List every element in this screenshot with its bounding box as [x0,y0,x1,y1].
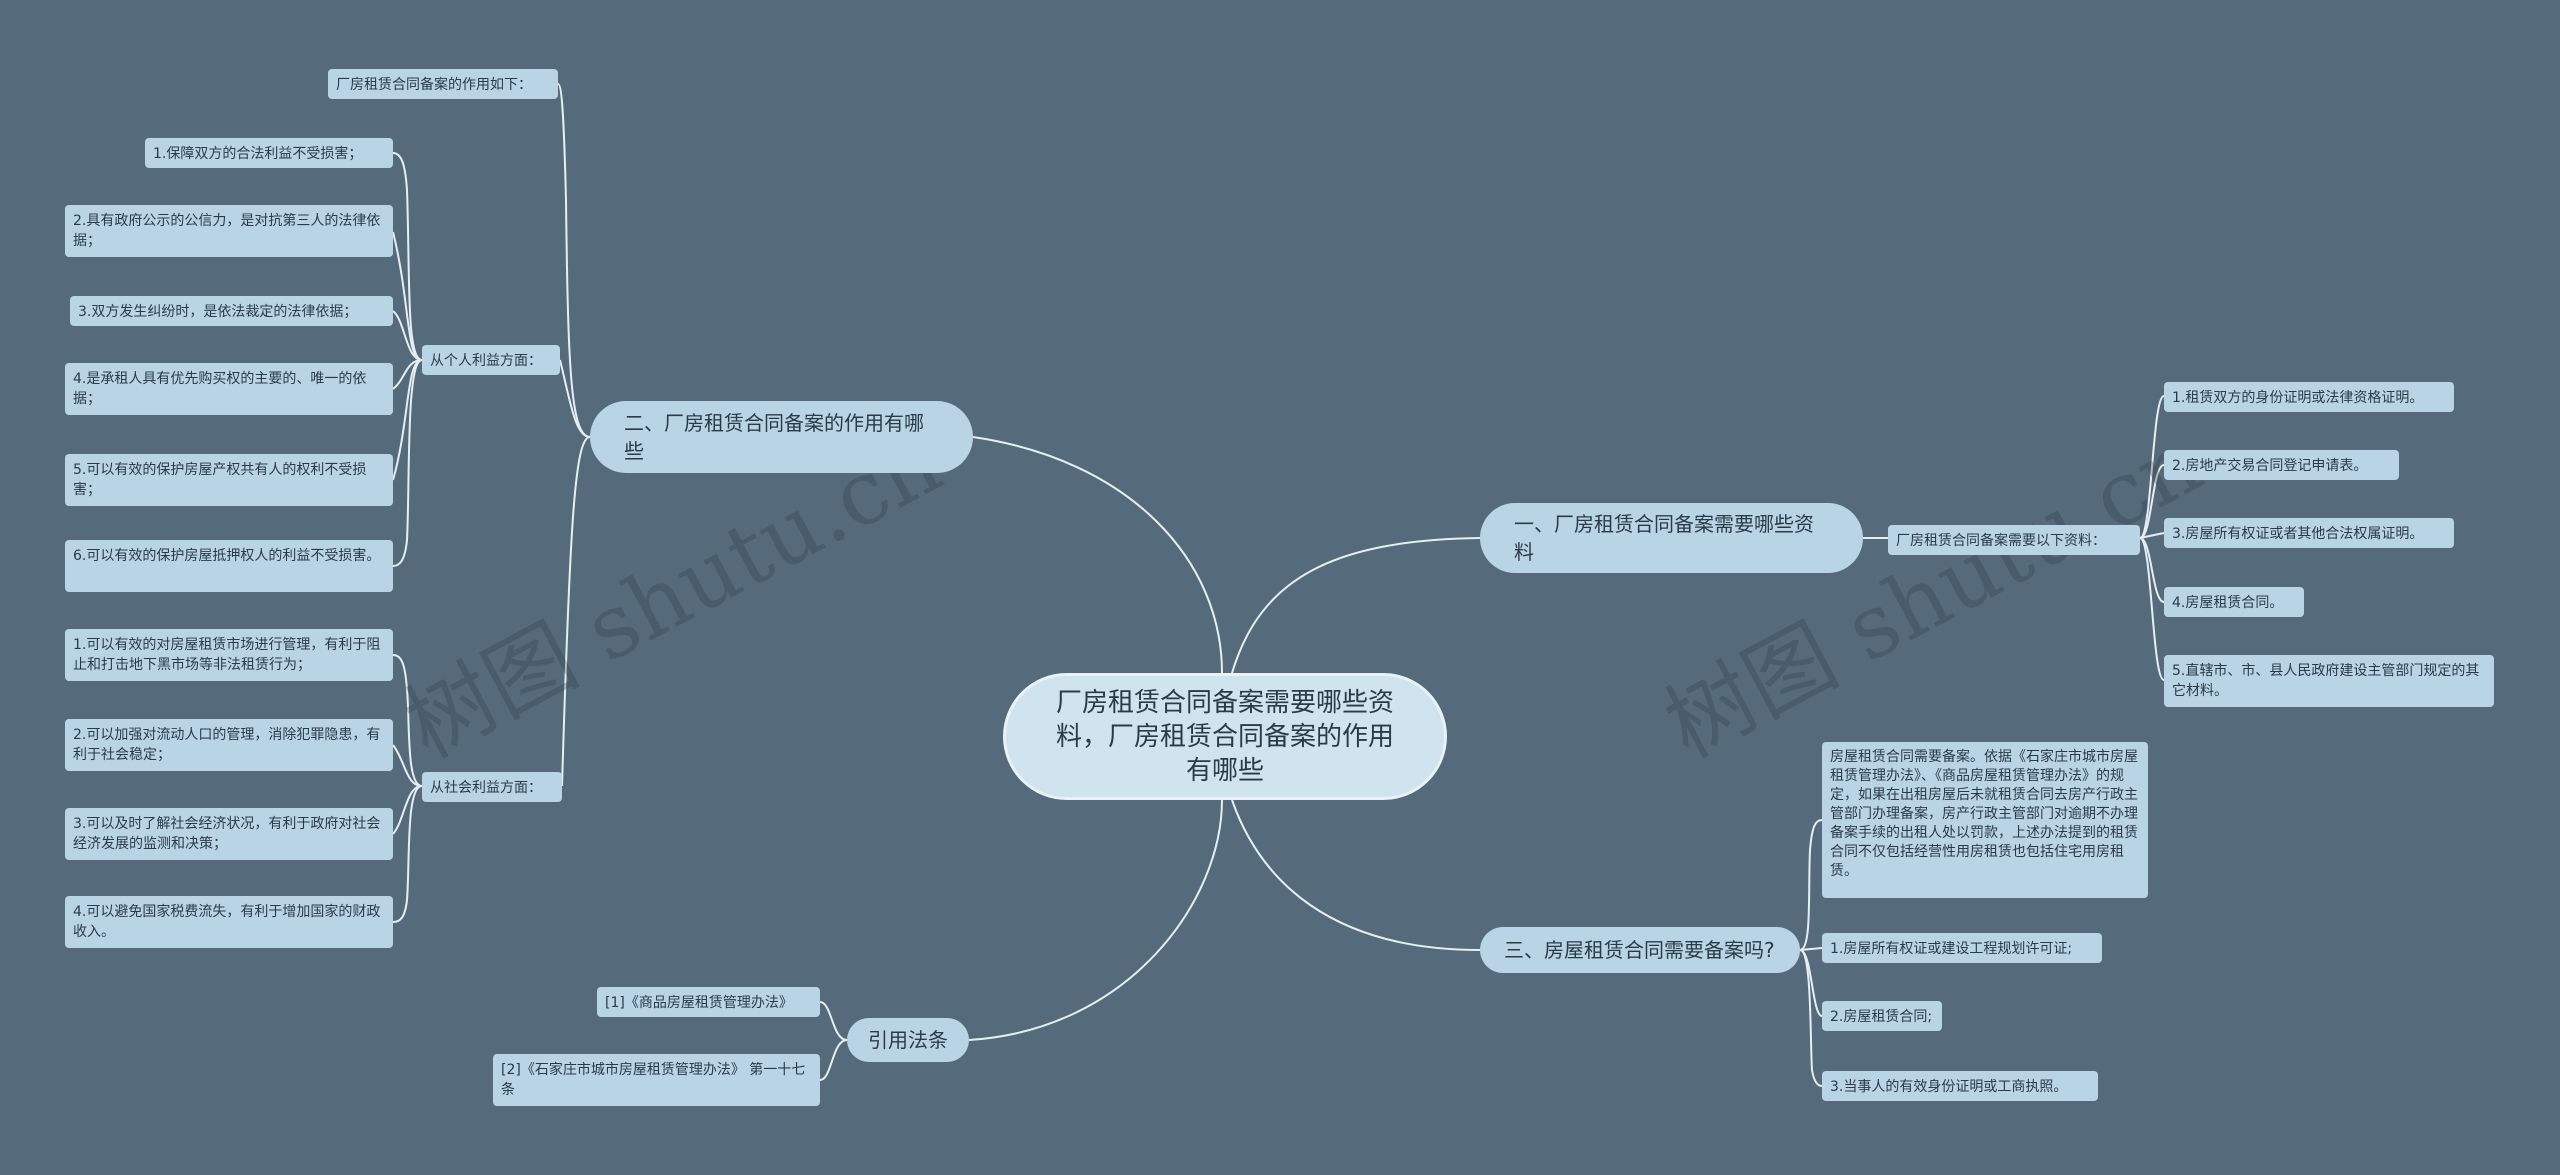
social-item[interactable]: 4.可以避免国家税费流失，有利于增加国家的财政收入。 [65,896,393,948]
branch-2-intro[interactable]: 厂房租赁合同备案的作用如下： [328,69,558,99]
branch-2-personal-label[interactable]: 从个人利益方面： [422,345,560,375]
social-item[interactable]: 1.可以有效的对房屋租赁市场进行管理，有利于阻止和打击地下黑市场等非法租赁行为； [65,629,393,681]
personal-item[interactable]: 1.保障双方的合法利益不受损害； [145,138,393,168]
branch-4-item[interactable]: [1]《商品房屋租赁管理办法》 [597,987,820,1017]
branch-1-item[interactable]: 5.直辖市、市、县人民政府建设主管部门规定的其它材料。 [2164,655,2494,707]
branch-1-sub[interactable]: 厂房租赁合同备案需要以下资料： [1888,525,2140,555]
branch-1-item[interactable]: 4.房屋租赁合同。 [2164,587,2304,617]
branch-2-title[interactable]: 二、厂房租赁合同备案的作用有哪些 [590,401,973,473]
personal-item[interactable]: 6.可以有效的保护房屋抵押权人的利益不受损害。 [65,540,393,592]
personal-item[interactable]: 3.双方发生纠纷时，是依法裁定的法律依据； [70,296,393,326]
branch-4-item[interactable]: [2]《石家庄市城市房屋租赁管理办法》 第一十七条 [493,1054,820,1106]
personal-item[interactable]: 5.可以有效的保护房屋产权共有人的权利不受损害； [65,454,393,506]
branch-1-item[interactable]: 2.房地产交易合同登记申请表。 [2164,450,2399,480]
personal-item[interactable]: 4.是承租人具有优先购买权的主要的、唯一的依据； [65,363,393,415]
branch-3-item[interactable]: 1.房屋所有权证或建设工程规划许可证; [1822,933,2102,963]
branch-1-title[interactable]: 一、厂房租赁合同备案需要哪些资料 [1480,503,1863,573]
branch-3-item[interactable]: 3.当事人的有效身份证明或工商执照。 [1822,1071,2098,1101]
branch-3-item[interactable]: 2.房屋租赁合同; [1822,1001,1942,1031]
branch-3-item[interactable]: 房屋租赁合同需要备案。依据《石家庄市城市房屋租赁管理办法》、《商品房屋租赁管理办… [1822,742,2148,898]
branch-1-item[interactable]: 1.租赁双方的身份证明或法律资格证明。 [2164,382,2454,412]
root-topic[interactable]: 厂房租赁合同备案需要哪些资料，厂房租赁合同备案的作用有哪些 [1003,673,1447,800]
branch-4-title[interactable]: 引用法条 [847,1018,969,1062]
branch-3-title[interactable]: 三、房屋租赁合同需要备案吗? [1480,927,1800,973]
social-item[interactable]: 2.可以加强对流动人口的管理，消除犯罪隐患，有利于社会稳定； [65,719,393,771]
branch-2-social-label[interactable]: 从社会利益方面： [422,772,562,802]
social-item[interactable]: 3.可以及时了解社会经济状况，有利于政府对社会经济发展的监测和决策； [65,808,393,860]
personal-item[interactable]: 2.具有政府公示的公信力，是对抗第三人的法律依据； [65,205,393,257]
branch-1-item[interactable]: 3.房屋所有权证或者其他合法权属证明。 [2164,518,2454,548]
